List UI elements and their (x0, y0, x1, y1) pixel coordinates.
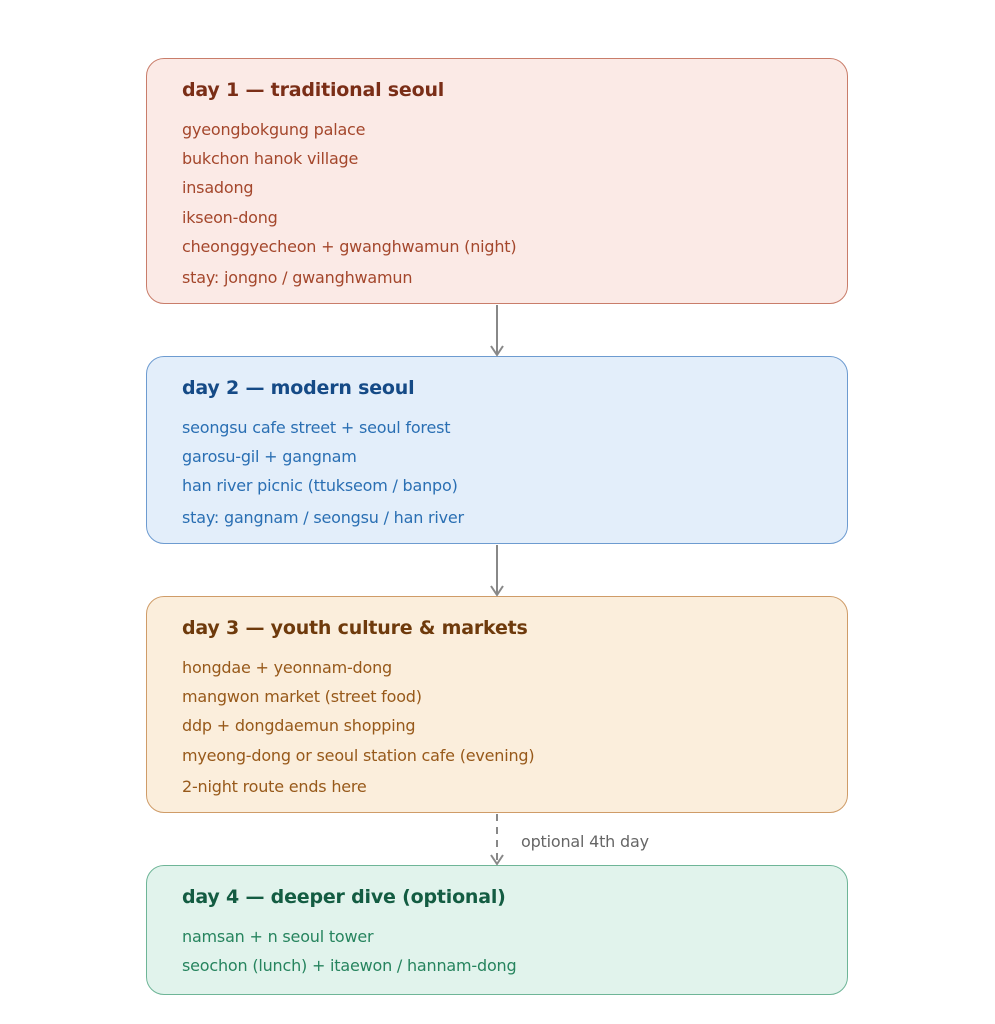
list-item: myeong-dong or seoul station cafe (eveni… (182, 745, 535, 765)
list-item: ikseon-dong (182, 207, 278, 227)
day-3-note: 2-night route ends here (182, 776, 367, 796)
day-2-list: seongsu cafe street + seoul forest garos… (182, 413, 847, 501)
list-item: bukchon hanok village (182, 149, 359, 169)
day-4-list: namsan + n seoul tower seochon (lunch) +… (182, 922, 847, 980)
list-item: ddp + dongdaemun shopping (182, 716, 416, 736)
day-3-list: hongdae + yeonnam-dong mangwon market (s… (182, 653, 847, 770)
arrow-down-icon (490, 585, 504, 597)
day-2-box: day 2 — modern seoul seongsu cafe street… (146, 356, 848, 544)
connector-day-3-to-day-4 (490, 814, 504, 866)
list-item: han river picnic (ttukseom / banpo) (182, 476, 458, 496)
list-item: mangwon market (street food) (182, 687, 422, 707)
list-item: seongsu cafe street + seoul forest (182, 418, 451, 437)
day-2-stay: stay: gangnam / seongsu / han river (182, 507, 464, 527)
day-3-title: day 3 — youth culture & markets (182, 617, 528, 639)
day-4-title: day 4 — deeper dive (optional) (182, 886, 506, 908)
connector-day-1-to-day-2 (490, 305, 504, 357)
list-item: insadong (182, 178, 254, 198)
list-item: namsan + n seoul tower (182, 927, 374, 946)
list-item: gyeongbokgung palace (182, 120, 366, 139)
day-1-title: day 1 — traditional seoul (182, 79, 445, 101)
day-3-box: day 3 — youth culture & markets hongdae … (146, 596, 848, 813)
day-1-stay: stay: jongno / gwanghwamun (182, 268, 413, 288)
connector-day-2-to-day-3 (490, 545, 504, 597)
day-2-title: day 2 — modern seoul (182, 377, 415, 399)
day-4-box: day 4 — deeper dive (optional) namsan + … (146, 865, 848, 995)
day-1-list: gyeongbokgung palace bukchon hanok villa… (182, 115, 847, 261)
arrow-down-icon (490, 854, 504, 866)
list-item: seochon (lunch) + itaewon / hannam-dong (182, 956, 517, 976)
day-1-box: day 1 — traditional seoul gyeongbokgung … (146, 58, 848, 304)
arrow-down-icon (490, 345, 504, 357)
optional-connector-label: optional 4th day (521, 832, 649, 851)
list-item: garosu-gil + gangnam (182, 447, 357, 467)
list-item: cheonggyecheon + gwanghwamun (night) (182, 236, 517, 256)
list-item: hongdae + yeonnam-dong (182, 658, 392, 677)
